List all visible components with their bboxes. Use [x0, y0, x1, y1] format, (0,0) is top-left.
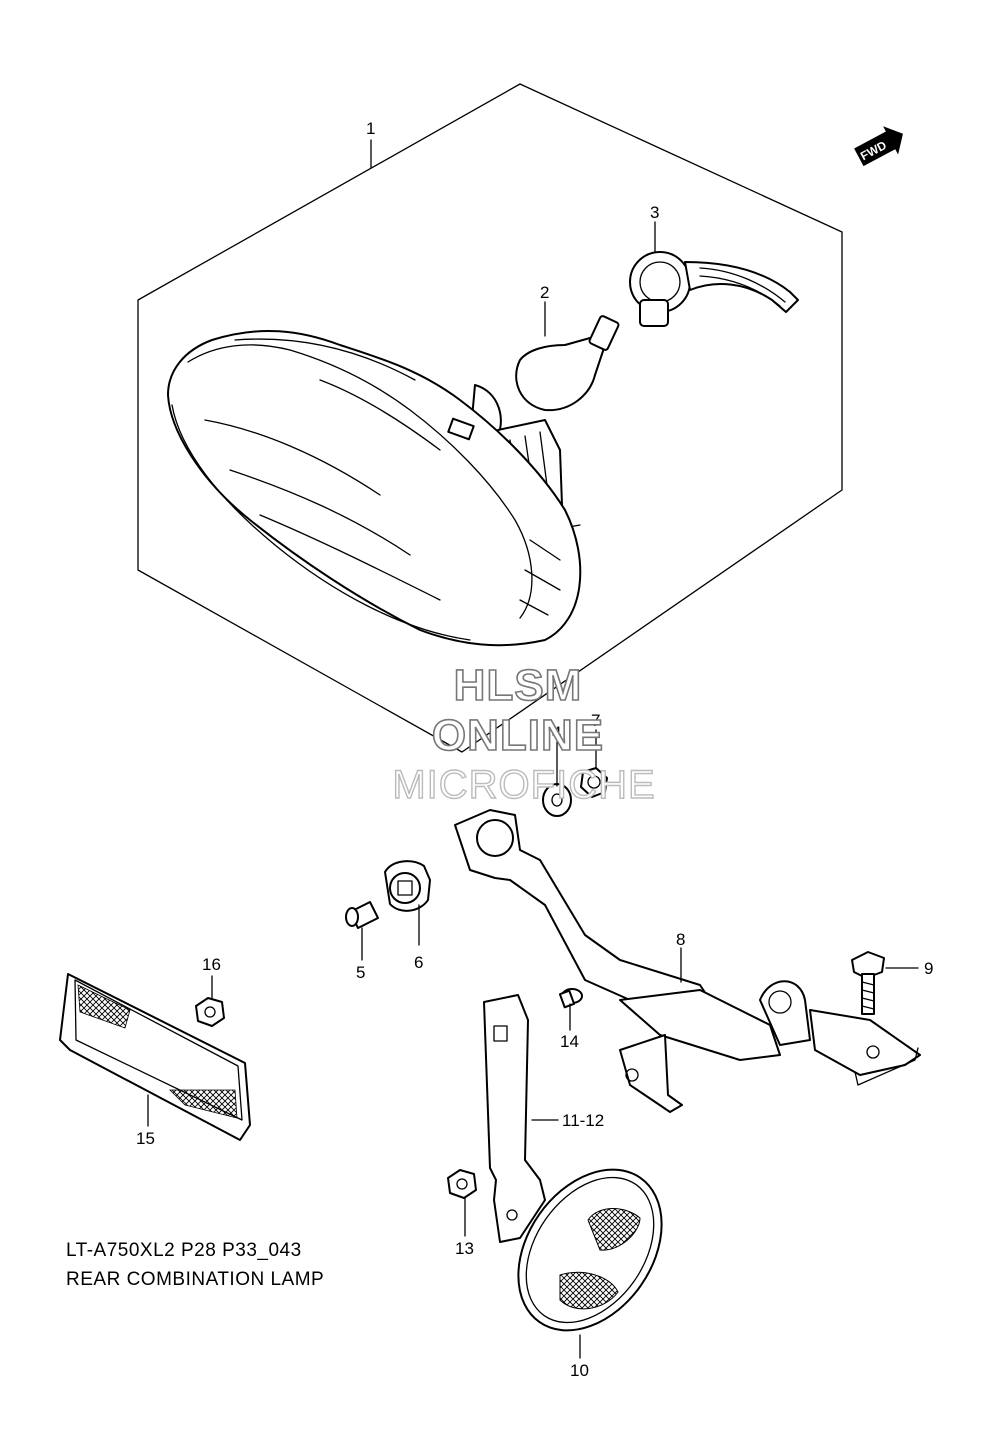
callout-7: 7 — [591, 711, 600, 730]
bulb-socket — [629, 251, 799, 327]
diagram-code: LT-A750XL2 P28 P33_043 — [66, 1240, 302, 1261]
watermark-line2: ONLINE — [432, 711, 604, 760]
fwd-arrow-icon: FWD — [854, 126, 903, 167]
nut — [447, 1169, 477, 1199]
callout-3: 3 — [650, 203, 659, 222]
callout-11-12: 11-12 — [562, 1111, 604, 1130]
bulb — [515, 315, 620, 412]
watermark-line3: MICROFICHE — [392, 763, 655, 807]
diagram-title: REAR COMBINATION LAMP — [66, 1269, 324, 1290]
nut — [195, 997, 225, 1027]
callout-10: 10 — [570, 1361, 589, 1380]
callout-6: 6 — [414, 953, 423, 972]
bolt — [851, 951, 885, 1015]
watermark-line1: HLSM — [454, 661, 583, 710]
leader-lines — [147, 139, 919, 1359]
callout-4: 4 — [552, 723, 561, 742]
collar — [345, 901, 379, 929]
callout-9: 9 — [924, 959, 933, 978]
callout-5: 5 — [356, 963, 365, 982]
reflector-bracket — [483, 994, 546, 1243]
callout-15: 15 — [136, 1129, 155, 1148]
screw — [558, 988, 583, 1009]
side-reflector — [59, 973, 251, 1141]
grommet — [384, 860, 431, 912]
callout-16: 16 — [202, 955, 221, 974]
round-reflector — [517, 1168, 663, 1332]
callout-2: 2 — [540, 283, 549, 302]
tail-lamp — [167, 329, 582, 647]
callout-13: 13 — [455, 1239, 474, 1258]
callout-1: 1 — [366, 119, 375, 138]
mounting-bracket — [454, 809, 921, 1113]
callout-8: 8 — [676, 930, 685, 949]
callout-14: 14 — [560, 1032, 579, 1051]
lamp-assembly-outline — [137, 83, 843, 753]
